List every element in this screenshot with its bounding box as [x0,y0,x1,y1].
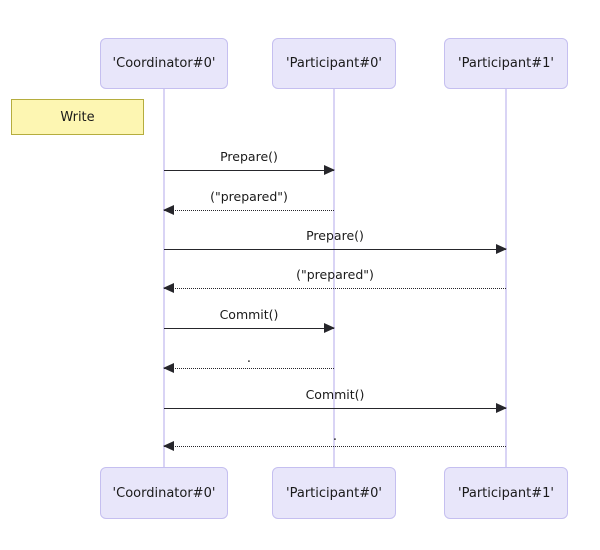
actor-header-participant0-label: 'Participant#0' [286,56,382,71]
arrowhead-left-icon [163,363,174,373]
actor-header-participant0[interactable]: 'Participant#0' [272,38,396,89]
actor-header-participant1[interactable]: 'Participant#1' [444,38,568,89]
message-5-label: Commit() [219,307,279,322]
actor-footer-participant1-label: 'Participant#1' [458,485,554,501]
arrowhead-right-icon [496,403,507,413]
message-2-label: ("prepared") [210,189,288,204]
message-7-line [164,408,506,409]
message-6-label: . [246,351,252,366]
actor-footer-participant1[interactable]: 'Participant#1' [444,467,568,519]
message-2-line [164,210,334,211]
note-write[interactable]: Write [11,99,144,135]
actor-footer-coordinator[interactable]: 'Coordinator#0' [100,467,228,519]
lifeline-coordinator [163,89,165,467]
message-1-line [164,170,334,171]
message-1-label: Prepare() [220,149,278,164]
arrowhead-left-icon [163,283,174,293]
actor-header-coordinator[interactable]: 'Coordinator#0' [100,38,228,89]
arrowhead-right-icon [324,165,335,175]
lifeline-participant0 [333,89,335,467]
arrowhead-left-icon [163,205,174,215]
actor-footer-participant0-label: 'Participant#0' [286,485,382,501]
message-5-line [164,328,334,329]
message-4-label: ("prepared") [296,267,374,282]
note-write-label: Write [60,109,95,125]
message-3-line [164,249,506,250]
message-3-label: Prepare() [306,228,364,243]
arrowhead-left-icon [163,441,174,451]
message-4-line [164,288,506,289]
actor-footer-participant0[interactable]: 'Participant#0' [272,467,396,519]
lifeline-participant1 [505,89,507,467]
actor-header-coordinator-label: 'Coordinator#0' [112,56,216,71]
actor-header-participant1-label: 'Participant#1' [458,56,554,71]
actor-footer-coordinator-label: 'Coordinator#0' [112,485,216,501]
arrowhead-right-icon [496,244,507,254]
message-8-label: . [332,429,338,444]
message-7-label: Commit() [305,387,365,402]
arrowhead-right-icon [324,323,335,333]
message-8-line [164,446,506,447]
message-6-line [164,368,334,369]
